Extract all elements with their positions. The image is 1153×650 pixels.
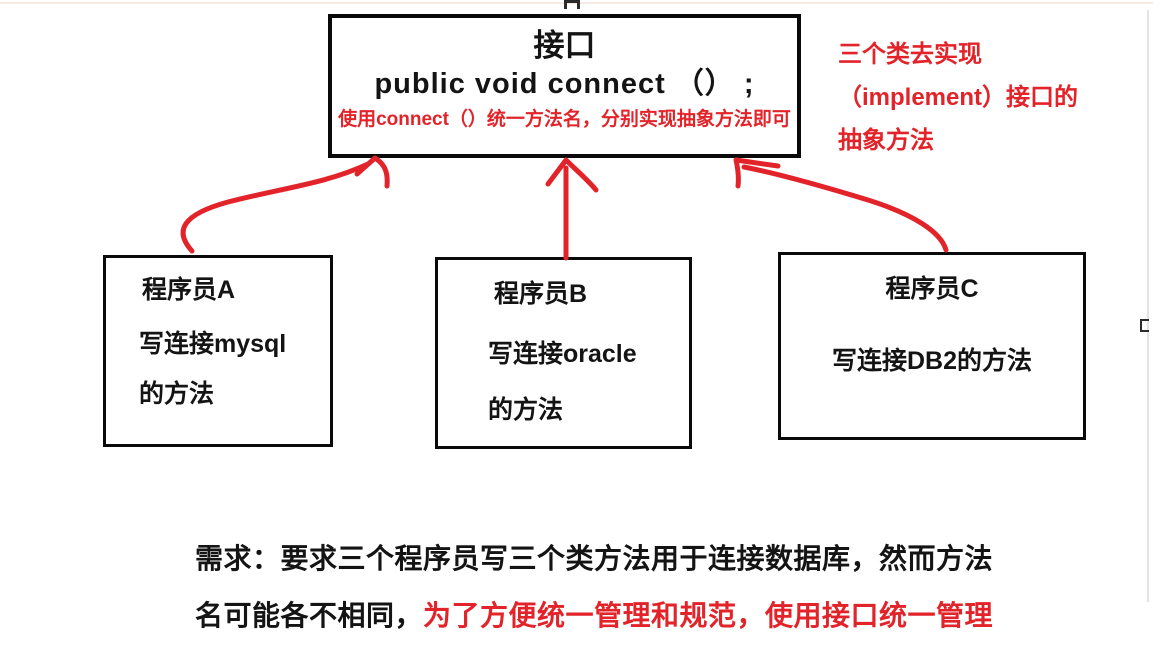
programmer-a-line-1: 写连接mysql xyxy=(139,330,287,358)
arrow-c-head xyxy=(733,157,781,189)
arrow-c-shaft xyxy=(741,164,949,253)
interface-method-signature: public void connect （） ; xyxy=(374,68,755,100)
programmer-c-line-1: 写连接DB2的方法 xyxy=(831,347,1032,375)
programmer-b-line-2: 的方法 xyxy=(488,396,564,424)
artifact-top-glyph xyxy=(564,0,580,9)
arrow-a-shaft xyxy=(180,161,371,254)
arrow-c xyxy=(733,157,949,253)
requirement-note: 需求：要求三个程序员写三个类方法用于连接数据库，然而方法 名可能各不相同，为了方… xyxy=(195,530,1075,644)
programmer-b-line-1: 写连接oracle xyxy=(488,340,637,368)
side-annotation: 三个类去实现 （implement）接口的 抽象方法 xyxy=(838,33,1150,162)
page-right-border xyxy=(1147,10,1149,602)
programmer-a-line-2: 的方法 xyxy=(139,380,215,408)
arrow-a-head xyxy=(354,155,390,189)
requirement-line-2-red: 为了方便统一管理和规范，使用接口统一管理 xyxy=(423,600,994,631)
programmer-a-box: 程序员A 写连接mysql 的方法 xyxy=(103,255,333,447)
artifact-right-glyph xyxy=(1140,319,1149,332)
requirement-line-2: 名可能各不相同，为了方便统一管理和规范，使用接口统一管理 xyxy=(195,587,1075,644)
arrow-a xyxy=(180,155,390,254)
side-annotation-line-2: （implement）接口的 xyxy=(838,84,1079,111)
arrow-b xyxy=(545,157,599,261)
requirement-line-2-black: 名可能各不相同， xyxy=(195,600,424,631)
interface-box: 接口 public void connect （） ; 使用connect（）统… xyxy=(328,14,801,158)
arrow-b-head xyxy=(545,157,599,193)
side-annotation-line-3: 抽象方法 xyxy=(838,127,934,154)
programmer-b-title: 程序员B xyxy=(494,280,588,308)
interface-title: 接口 xyxy=(533,28,596,63)
requirement-line-1: 需求：要求三个程序员写三个类方法用于连接数据库，然而方法 xyxy=(195,543,994,574)
programmer-c-title: 程序员C xyxy=(885,275,979,303)
programmer-b-box: 程序员B 写连接oracle 的方法 xyxy=(435,257,692,449)
programmer-c-box: 程序员C 写连接DB2的方法 xyxy=(778,252,1086,440)
page-top-border xyxy=(0,2,1153,4)
side-annotation-line-1: 三个类去实现 xyxy=(838,41,982,68)
programmer-a-title: 程序员A xyxy=(142,276,236,304)
interface-red-note: 使用connect（）统一方法名，分别实现抽象方法即可 xyxy=(338,109,791,130)
